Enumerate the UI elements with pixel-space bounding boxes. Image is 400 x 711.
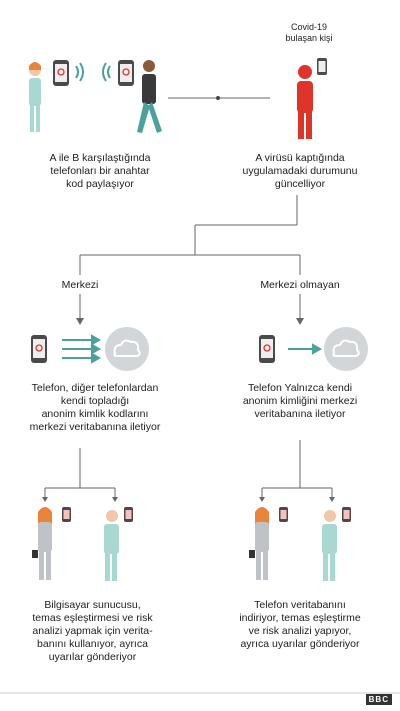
- woman-with-bag-left-icon: [32, 507, 52, 580]
- branch-central-label: Merkezi: [61, 279, 99, 291]
- phone-small-left-b-icon: [124, 507, 133, 522]
- decentral-bottom-text: Telefon veritabanını indiriyor, temas eş…: [239, 599, 361, 650]
- central-bottom-text: Bilgisayar sunucusu, temas eşleştirmesi …: [32, 599, 153, 663]
- cloud-database-right-icon: [324, 327, 368, 371]
- phone-b-icon: [118, 60, 134, 86]
- phone-infected-icon: [317, 58, 327, 75]
- person-a-icon: [29, 62, 41, 132]
- signal-waves-icon: [75, 62, 111, 82]
- phone-central-icon: [31, 335, 47, 363]
- phone-a-icon: [53, 60, 69, 86]
- decentral-description: Telefon Yalnızca kendi anonim kimliğini …: [242, 382, 358, 420]
- central-description: Telefon, diğer telefonlardan kendi topla…: [29, 382, 161, 433]
- phone-small-right-a-icon: [279, 507, 288, 522]
- phone-decentral-icon: [259, 335, 275, 363]
- phone-small-left-a-icon: [62, 507, 71, 522]
- step1-left-text: A ile B karşılaştığında telefonları bir …: [49, 152, 151, 190]
- covid-infected-label: Covid-19 bulaşan kişi: [285, 22, 333, 43]
- person-b-icon: [137, 60, 162, 133]
- phone-small-right-b-icon: [342, 507, 351, 522]
- step1-right-text: A virüsü kaptığında uygulamadaki durumun…: [242, 152, 358, 190]
- woman-with-bag-right-icon: [249, 507, 269, 580]
- bbc-logo: BBC: [365, 694, 392, 705]
- cloud-database-left-icon: [105, 327, 149, 371]
- infected-person-icon: [297, 65, 313, 139]
- man-right-icon: [322, 510, 337, 581]
- single-arrow-icon: [288, 343, 323, 355]
- multi-arrow-icon: [62, 334, 102, 364]
- branch-decentral-label: Merkezi olmayan: [260, 279, 340, 291]
- man-left-icon: [104, 510, 119, 581]
